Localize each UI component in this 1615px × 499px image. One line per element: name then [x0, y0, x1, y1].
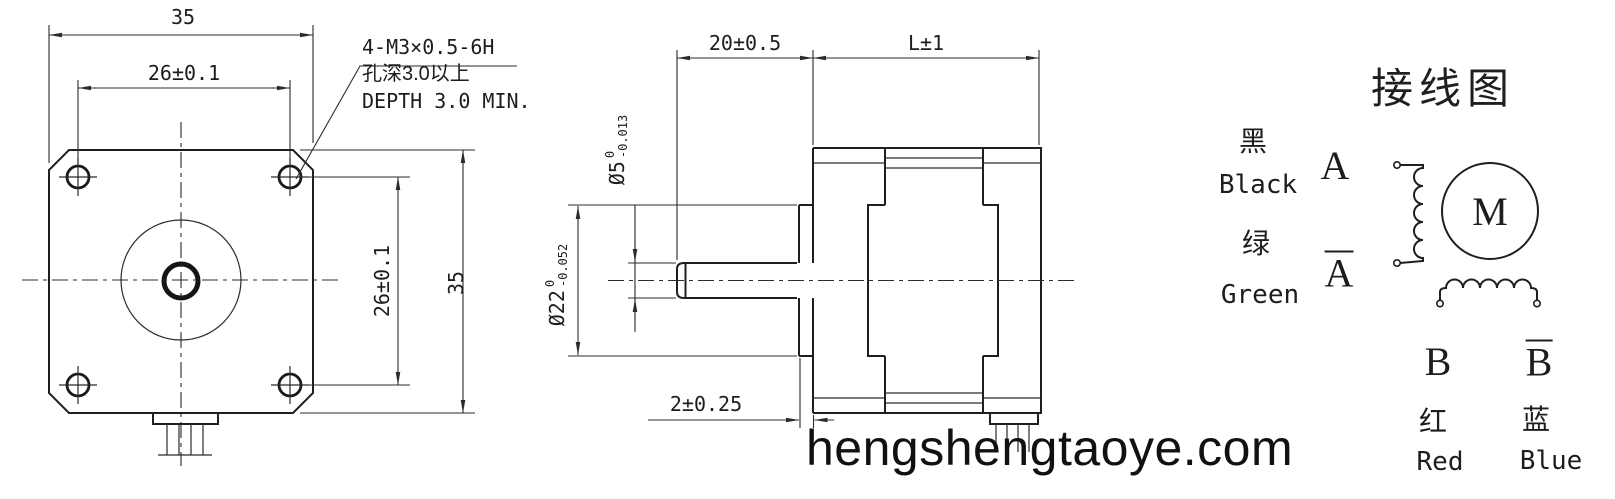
dim-shaft-diameter: Ø5 0 -0.013 [603, 114, 630, 186]
mounting-holes [59, 158, 309, 404]
dim-hole-pitch-right: 26±0.1 [370, 244, 394, 318]
thread-note-line3: DEPTH 3.0 MIN. [362, 89, 531, 113]
front-dimensions [48, 25, 517, 414]
lead-b-bar-color-en: Blue [1519, 446, 1583, 476]
terminal-b-bar [1533, 299, 1542, 308]
lead-b-color-en: Red [1416, 447, 1464, 477]
front-lead-wires [152, 413, 219, 456]
pilot-dia-nominal: Ø22 [545, 290, 569, 327]
dim-hole-pitch-top: 26±0.1 [147, 61, 221, 85]
lead-a-color-en: Black [1218, 170, 1298, 200]
terminal-a-bar [1393, 258, 1402, 267]
motor-body-outline [48, 149, 314, 414]
dim-width-top: 35 [170, 5, 196, 29]
lead-a-color-cn: 黑 [1238, 126, 1268, 157]
phase-b-bar-label: B [1525, 339, 1553, 385]
dim-pilot-depth: 2±0.25 [669, 392, 743, 416]
watermark-text: hengshengtaoye.com [806, 420, 1294, 476]
side-body [812, 147, 1042, 414]
front-view [22, 25, 517, 466]
wiring-diagram-schematic [1393, 161, 1542, 308]
phase-a-label: A [1320, 143, 1350, 188]
front-centerlines [22, 122, 340, 466]
pilot-dia-tol-lower: -0.052 [556, 243, 570, 288]
shaft-dia-nominal: Ø5 [605, 161, 629, 186]
terminal-a [1393, 161, 1402, 170]
dim-body-length: L±1 [907, 31, 945, 55]
thread-note: 4-M3×0.5-6H 孔深3.0以上 DEPTH 3.0 MIN. [362, 34, 531, 115]
thread-note-leader [295, 65, 517, 180]
motor-label: M [1472, 189, 1508, 234]
shaft [676, 262, 797, 299]
terminal-b [1436, 299, 1445, 308]
side-lead-wires [989, 413, 1039, 452]
dim-pilot-diameter: Ø22 0 -0.052 [543, 243, 570, 327]
coil-b [1439, 278, 1538, 300]
phase-a-bar-label: A [1324, 250, 1354, 296]
thread-note-line1: 4-M3×0.5-6H [362, 35, 495, 59]
wiring-diagram-title: 接线图 [1370, 65, 1516, 112]
lead-a-bar-color-cn: 绿 [1241, 228, 1271, 259]
motor-circle [1441, 162, 1539, 260]
lead-a-bar-color-en: Green [1220, 280, 1300, 310]
lead-b-color-cn: 红 [1418, 406, 1448, 437]
dim-height-right: 35 [444, 270, 468, 296]
coil-a [1399, 164, 1424, 264]
thread-note-line2: 孔深3.0以上 [362, 63, 470, 85]
phase-b-label: B [1424, 339, 1452, 384]
shaft-dia-tol-lower: -0.013 [616, 114, 630, 159]
side-view [568, 50, 1075, 452]
side-dimensions [568, 50, 1040, 428]
dim-shaft-length: 20±0.5 [708, 31, 782, 55]
pilot-boss [798, 204, 813, 357]
lead-b-bar-color-cn: 蓝 [1521, 404, 1551, 435]
